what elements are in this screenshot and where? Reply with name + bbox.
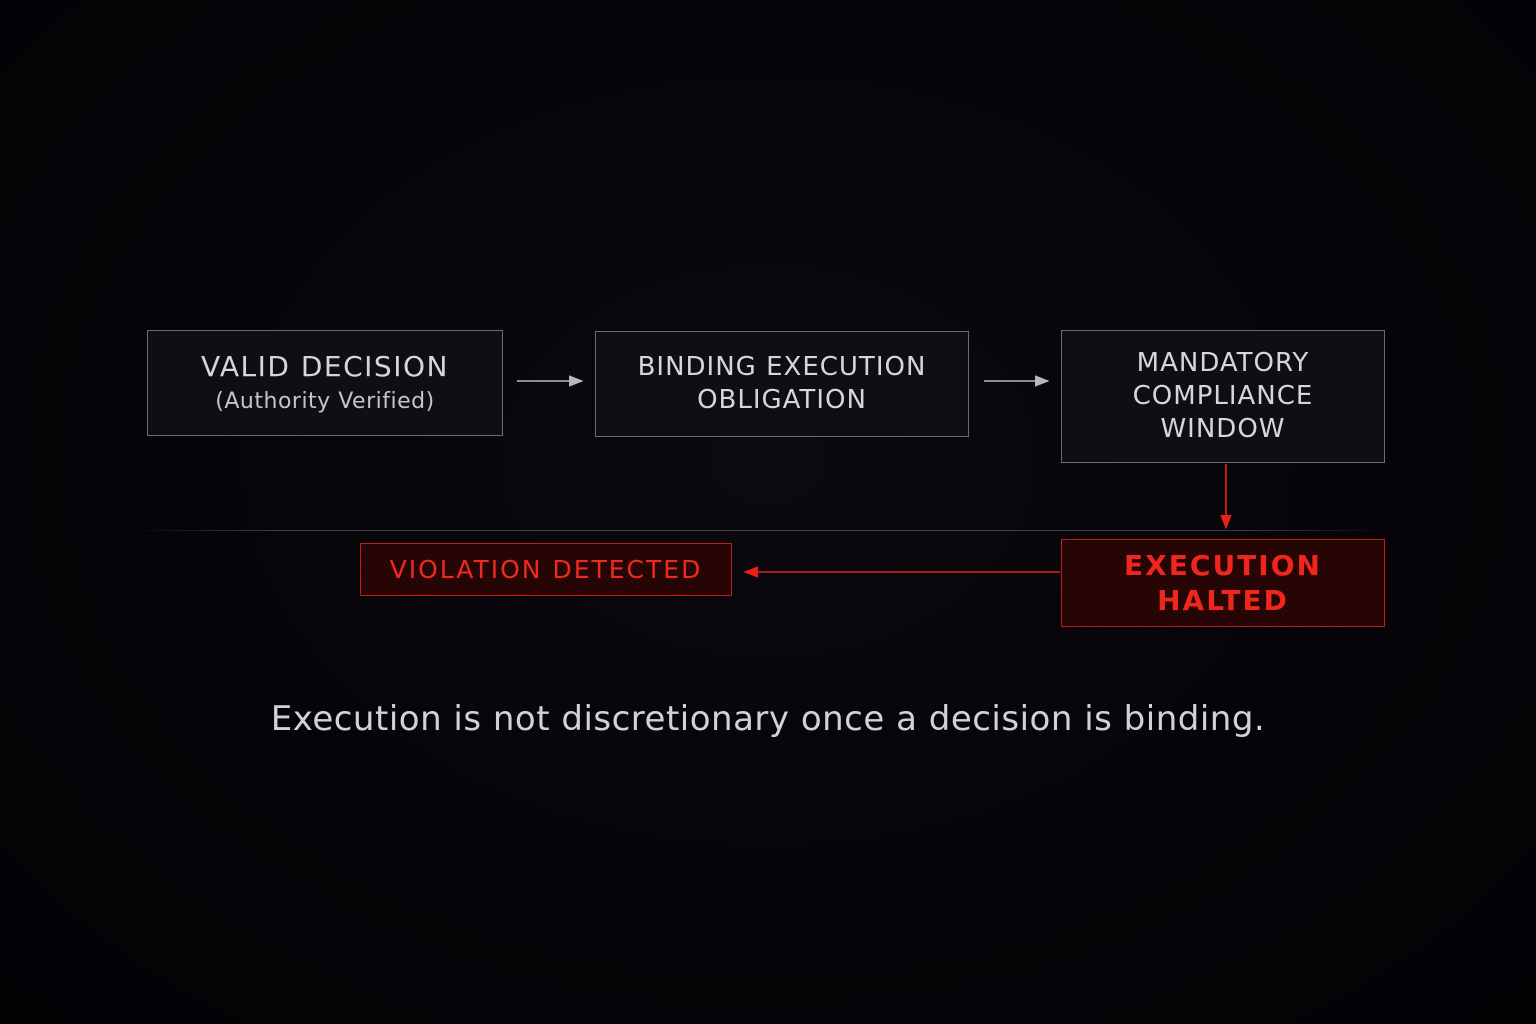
node-valid-decision: VALID DECISION (Authority Verified) (147, 330, 503, 436)
node-binding-execution-obligation-label: BINDING EXECUTION OBLIGATION (637, 352, 927, 415)
node-violation-detected: VIOLATION DETECTED (360, 543, 732, 596)
node-execution-halted: EXECUTION HALTED (1061, 539, 1385, 627)
node-violation-detected-label: VIOLATION DETECTED (389, 555, 703, 584)
node-mandatory-compliance-window: MANDATORY COMPLIANCE WINDOW (1061, 330, 1385, 463)
diagram-caption: Execution is not discretionary once a de… (270, 699, 1266, 739)
node-valid-decision-sublabel: (Authority Verified) (215, 388, 435, 414)
node-binding-execution-obligation: BINDING EXECUTION OBLIGATION (595, 331, 969, 437)
node-mandatory-compliance-window-label: MANDATORY COMPLIANCE WINDOW (1132, 348, 1314, 444)
node-execution-halted-label: EXECUTION HALTED (1124, 549, 1322, 617)
section-divider (130, 530, 1390, 531)
node-valid-decision-label: VALID DECISION (201, 349, 449, 383)
